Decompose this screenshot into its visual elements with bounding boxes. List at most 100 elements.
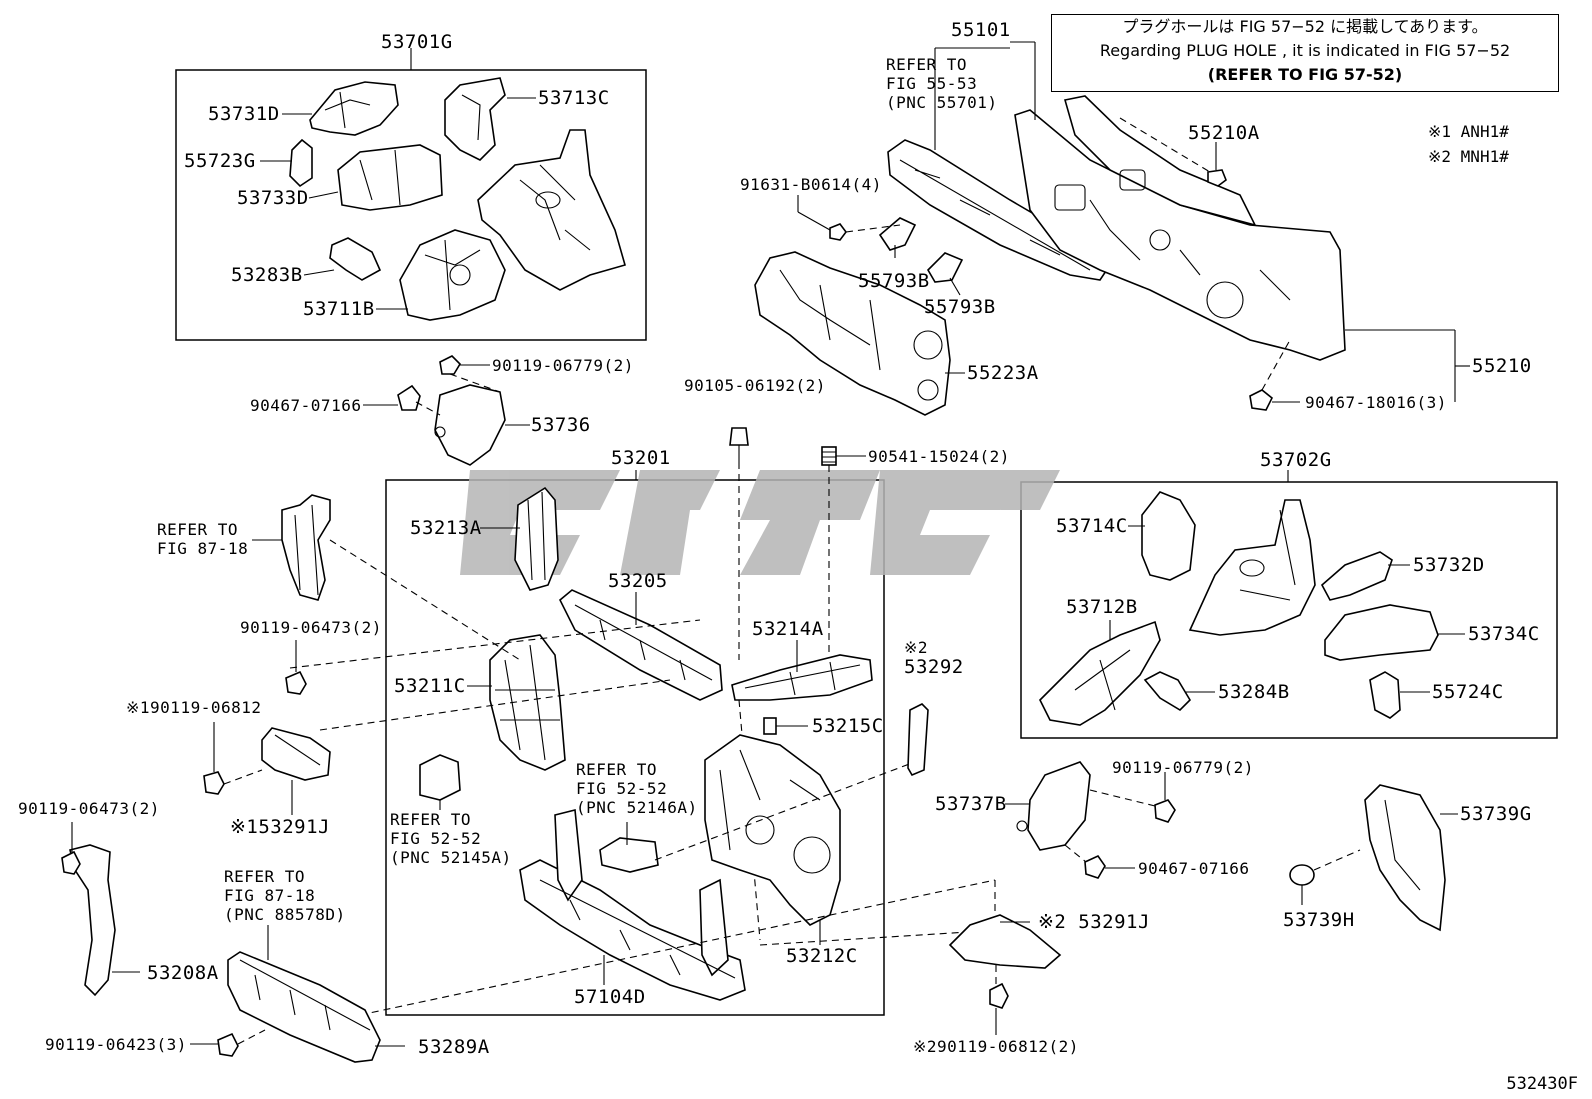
group-box-53201 [385, 479, 885, 1016]
part-label-91631-B0614[interactable]: 91631-B0614(4) [740, 175, 882, 194]
part-label-53289A[interactable]: 53289A [418, 1036, 490, 1058]
part-label-53737B[interactable]: 53737B [935, 793, 1007, 815]
part-label-53292[interactable]: 53292 [904, 656, 964, 678]
part-53283B-drawing [329, 237, 382, 281]
part-53215C-drawing [763, 717, 777, 735]
part-55793B-drawing [878, 217, 964, 283]
plug-hole-note-ref: (REFER TO FIG 57-52) [1207, 65, 1403, 84]
group-label-53702G[interactable]: 53702G [1260, 449, 1332, 471]
part-53737B-drawing [1005, 761, 1176, 879]
part-label-90467-07166-a[interactable]: 90467-07166 [250, 396, 362, 415]
ref-label-fig-52-52-52145A: REFER TO FIG 52-52 (PNC 52145A) [390, 810, 512, 867]
part-53711B-drawing [399, 229, 506, 321]
part-label-90105-06192[interactable]: 90105-06192(2) [684, 376, 826, 395]
part-label-53712B[interactable]: 53712B [1066, 596, 1138, 618]
group-label-53201[interactable]: 53201 [611, 447, 671, 469]
bolt-90119-06473-a-drawing [285, 640, 307, 695]
fastener-90467-18016-drawing [1249, 339, 1291, 411]
part-label-53283B[interactable]: 53283B [231, 264, 303, 286]
part-label-55223A[interactable]: 55223A [967, 362, 1039, 384]
part-label-90119-06473-a[interactable]: 90119-06473(2) [240, 618, 382, 637]
plug-hole-note-jp: プラグホールは FIG 57−52 に掲載してあります。 [1122, 17, 1488, 36]
part-label-90467-18016[interactable]: 90467-18016(3) [1305, 393, 1447, 412]
part-55724C-drawing [1369, 671, 1401, 719]
part-label-90541-15024[interactable]: 90541-15024(2) [868, 447, 1010, 466]
part-label-55210[interactable]: 55210 [1472, 355, 1532, 377]
part-57104D-drawing [519, 808, 746, 1001]
group-box-53702G [1020, 481, 1558, 739]
ref-87-18-bracket-drawing [252, 494, 331, 601]
part-label-90119-06423[interactable]: 90119-06423(3) [45, 1035, 187, 1054]
leaders-53702G [1109, 470, 1465, 693]
part-label-53739H[interactable]: 53739H [1283, 909, 1355, 931]
part-label-55793B-a[interactable]: 55793B [858, 270, 930, 292]
part-53289A-drawing [227, 925, 405, 1063]
part-label-90467-07166-b[interactable]: 90467-07166 [1138, 859, 1250, 878]
part-label-53739G[interactable]: 53739G [1460, 803, 1532, 825]
part-label-53215C[interactable]: 53215C [812, 715, 884, 737]
part-label-55210A[interactable]: 55210A [1188, 122, 1260, 144]
part-label-90119-06473-b[interactable]: 90119-06473(2) [18, 799, 160, 818]
part-label-53736[interactable]: 53736 [531, 414, 591, 436]
part-53731D-drawing [309, 81, 399, 136]
part-label-53714C[interactable]: 53714C [1056, 515, 1128, 537]
part-55210A-drawing [1207, 150, 1227, 187]
part-53205-drawing [559, 589, 723, 701]
spring-90541-drawing [821, 446, 866, 655]
part-53734C-drawing [1324, 604, 1439, 661]
part-53739G-drawing [1364, 784, 1458, 932]
part-label-55723G[interactable]: 55723G [184, 150, 256, 172]
part-53711C-drawing [477, 129, 626, 291]
part-label-53733D[interactable]: 53733D [237, 187, 309, 209]
part-53711-right-drawing [1188, 499, 1316, 636]
part-label-53205[interactable]: 53205 [608, 570, 668, 592]
part-label-53214A[interactable]: 53214A [752, 618, 824, 640]
part-label-57104D[interactable]: 57104D [574, 986, 646, 1008]
part-label-55724C[interactable]: 55724C [1432, 681, 1504, 703]
part-label-53213A[interactable]: 53213A [410, 517, 482, 539]
part-label-53711B[interactable]: 53711B [303, 298, 375, 320]
ref-label-fig-87-18-b: REFER TO FIG 87-18 (PNC 88578D) [224, 867, 346, 924]
part-label-90119-06779-a[interactable]: 90119-06779(2) [492, 356, 634, 375]
part-53291J-a-drawing [261, 727, 331, 781]
part-53732D-drawing [1320, 551, 1393, 601]
legend-item-1: ※1 ANH1# [1428, 122, 1509, 141]
part-label-53212C[interactable]: 53212C [786, 945, 858, 967]
bolt-90119-06423-drawing [190, 1029, 266, 1057]
part-53292-drawing [907, 703, 929, 777]
part-label-53284B[interactable]: 53284B [1218, 681, 1290, 703]
part-53212C-drawing [704, 734, 841, 926]
part-label-90119-06812-b[interactable]: ※290119-06812(2) [913, 1037, 1079, 1056]
part-label-53734C[interactable]: 53734C [1468, 623, 1540, 645]
part-55223A-drawing [754, 251, 951, 416]
part-label-53713C[interactable]: 53713C [538, 87, 610, 109]
part-53213A-drawing [514, 486, 559, 591]
part-53208A-drawing [61, 822, 140, 997]
plug-hole-note-en: Regarding PLUG HOLE , it is indicated in… [1099, 41, 1511, 60]
watermark-logo [460, 470, 1060, 575]
part-53714C-drawing [1141, 491, 1196, 581]
bolt-90119-06812-a-drawing [203, 722, 293, 815]
part-53713C-drawing [444, 77, 506, 161]
part-label-53731D[interactable]: 53731D [208, 103, 280, 125]
part-label-90119-06779-b[interactable]: 90119-06779(2) [1112, 758, 1254, 777]
part-label-55101[interactable]: 55101 [951, 19, 1011, 41]
part-label-53291J-b[interactable]: ※2 53291J [1038, 911, 1150, 933]
ref-label-fig-52-52-52146A: REFER TO FIG 52-52 (PNC 52146A) [576, 760, 698, 817]
figure-number: 532430F [1506, 1074, 1578, 1094]
part-53739H-drawing [1289, 849, 1361, 905]
part-53214A-drawing [731, 654, 873, 701]
part-label-53291J-a[interactable]: ※153291J [230, 816, 330, 838]
part-53211C-drawing [489, 634, 566, 771]
part-label-53732D[interactable]: 53732D [1413, 554, 1485, 576]
fastener-91631-drawing [829, 223, 901, 241]
part-label-53211C[interactable]: 53211C [394, 675, 466, 697]
ref-label-fig-87-18-a: REFER TO FIG 87-18 [157, 520, 249, 558]
plug-hole-note-box: プラグホールは FIG 57−52 に掲載してあります。 Regarding P… [1051, 14, 1559, 92]
group-label-53701G[interactable]: 53701G [381, 31, 453, 53]
part-label-55793B-b[interactable]: 55793B [924, 296, 996, 318]
ref-label-fig-55-53: REFER TO FIG 55-53 (PNC 55701) [886, 55, 998, 112]
part-note-53292: ※2 [904, 638, 929, 657]
part-label-90119-06812-a[interactable]: ※190119-06812 [126, 698, 262, 717]
part-label-53208A[interactable]: 53208A [147, 962, 219, 984]
